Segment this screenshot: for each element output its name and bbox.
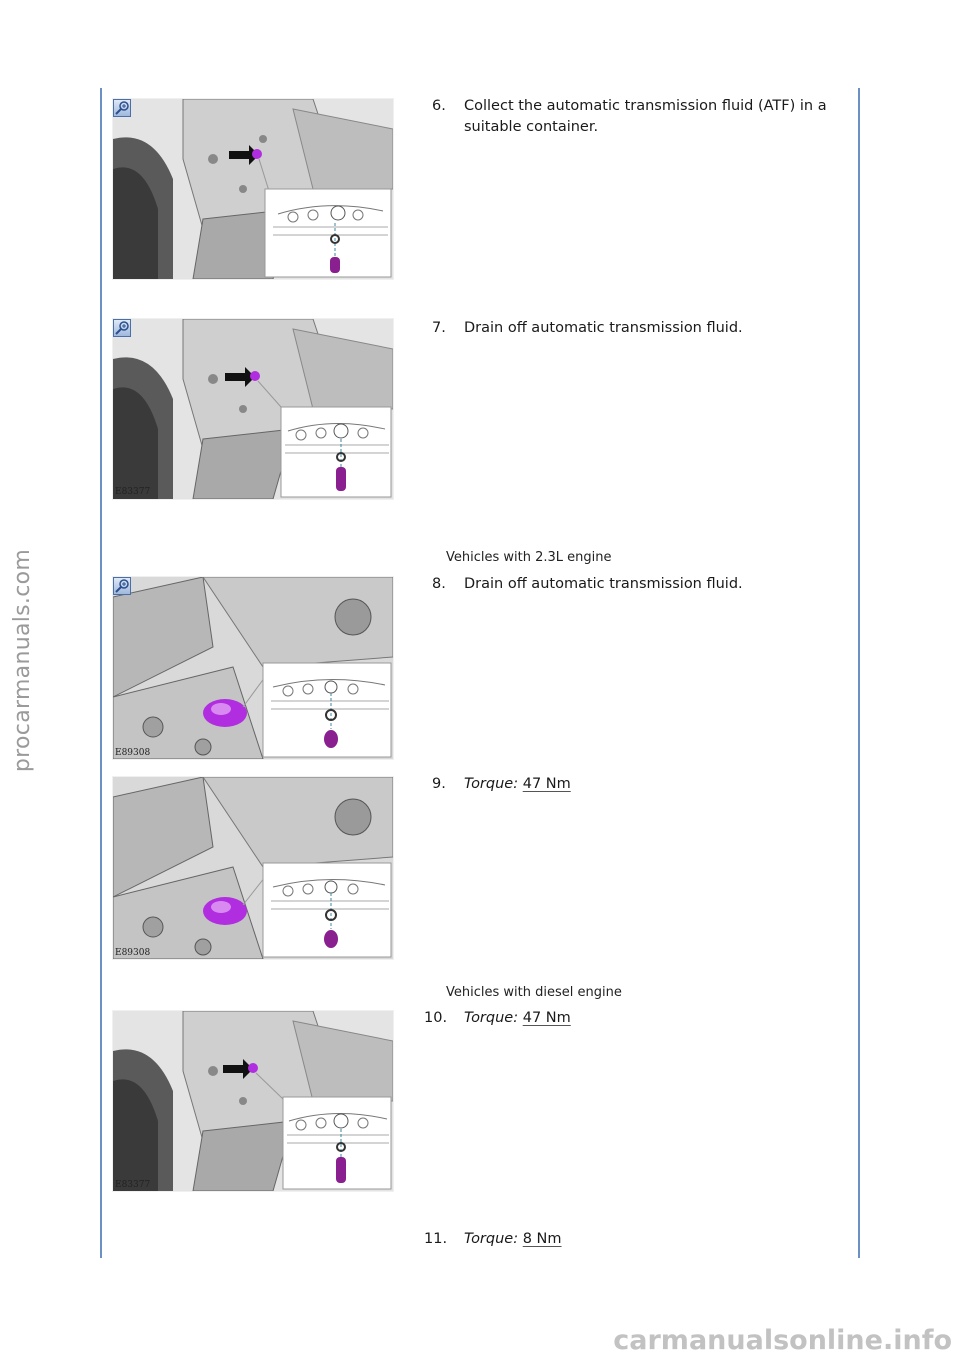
torque-value-link[interactable]: 8 Nm <box>522 1231 562 1247</box>
step-text: Collect the automatic transmission fluid… <box>464 98 827 135</box>
torque-label: Torque: <box>464 776 519 792</box>
figure-caption: E83377 <box>115 1180 151 1190</box>
step-11: 11. Torque: 8 Nm <box>424 1229 834 1250</box>
figure-step-9[interactable]: E89308 <box>112 776 394 960</box>
torque-value-link[interactable]: 47 Nm <box>522 1010 571 1026</box>
torque-label: Torque: <box>464 1010 519 1026</box>
figure-step-8[interactable]: E89308 <box>112 576 394 760</box>
step-number: 7. <box>432 320 446 336</box>
step-number: 9. <box>432 776 446 792</box>
step-6: 6. Collect the automatic transmission fl… <box>432 96 842 138</box>
step-number: 11. <box>424 1231 448 1247</box>
right-border-line <box>858 88 860 1258</box>
figure-caption: E83377 <box>115 487 151 497</box>
step-7: 7. Drain off automatic transmission flui… <box>432 318 842 339</box>
figure-caption: E89308 <box>115 948 151 958</box>
side-watermark: procarmanuals.com <box>2 540 44 780</box>
torque-value-link[interactable]: 47 Nm <box>522 776 571 792</box>
left-border-line <box>100 88 102 1258</box>
step-8: 8. Drain off automatic transmission flui… <box>432 574 842 595</box>
torque-label: Torque: <box>464 1231 519 1247</box>
figure-step-10[interactable]: E83377 <box>112 1010 394 1192</box>
step-9: 9. Torque: 47 Nm <box>432 774 842 795</box>
bottom-watermark: carmanualsonline.info <box>613 1325 952 1356</box>
zoom-in-icon[interactable] <box>113 577 131 595</box>
zoom-in-icon[interactable] <box>113 319 131 337</box>
step-number: 10. <box>424 1010 448 1026</box>
figure-step-7[interactable]: E83377 <box>112 318 394 500</box>
figure-step-6[interactable] <box>112 98 394 280</box>
step-number: 8. <box>432 576 446 592</box>
step-text: Drain off automatic transmission fluid. <box>464 320 743 336</box>
zoom-in-icon[interactable] <box>113 99 131 117</box>
figure-caption: E89308 <box>115 748 151 758</box>
side-watermark-text: procarmanuals.com <box>10 548 36 772</box>
section-heading-diesel: Vehicles with diesel engine <box>446 985 622 1000</box>
section-heading-2-3l: Vehicles with 2.3L engine <box>446 550 612 565</box>
step-number: 6. <box>432 98 446 114</box>
step-text: Drain off automatic transmission fluid. <box>464 576 743 592</box>
step-10: 10. Torque: 47 Nm <box>424 1008 834 1029</box>
